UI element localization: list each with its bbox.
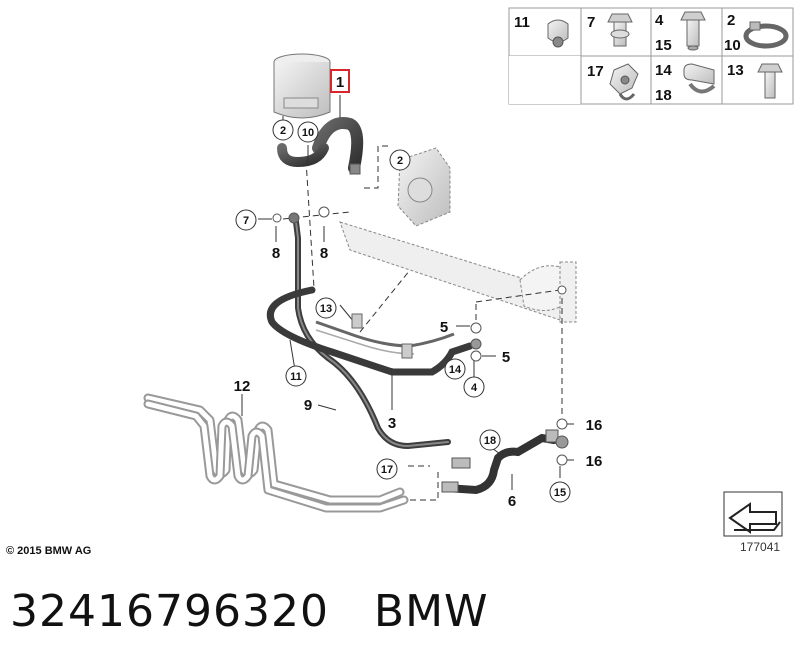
legend-cell-2-10: 2 10 — [724, 12, 789, 54]
banjo-bolt-icon — [607, 13, 633, 47]
copyright-text: © 2015 BMW AG — [6, 545, 91, 557]
clamp-icon — [547, 19, 569, 48]
callout-label: 2 — [280, 125, 286, 137]
callout-label: 8 — [320, 245, 328, 262]
oil-reservoir — [273, 53, 331, 119]
callout-16a: 16 — [586, 417, 603, 434]
clip-icon — [683, 63, 716, 94]
legend-num: 14 — [655, 62, 672, 79]
legend-num: 2 — [727, 12, 735, 29]
orientation-arrow-icon — [723, 491, 783, 537]
bracket-icon — [609, 63, 639, 101]
brand-name: BMW — [373, 586, 489, 637]
legend-num: 10 — [724, 37, 741, 54]
steering-gear — [339, 221, 577, 323]
callout-label: 16 — [586, 453, 603, 470]
callout-label: 10 — [302, 127, 314, 139]
callout-18[interactable]: 18 — [479, 429, 501, 451]
legend-cell-13: 13 — [727, 62, 783, 99]
callout-label: 16 — [586, 417, 603, 434]
legend-num: 11 — [514, 14, 530, 31]
bolt-icon — [757, 63, 783, 99]
callout-2[interactable]: 2 — [272, 119, 294, 141]
callout-1[interactable]: 1 — [330, 69, 350, 93]
callout-6: 6 — [508, 493, 516, 510]
callout-label: 17 — [381, 464, 393, 476]
callout-2b[interactable]: 2 — [389, 149, 411, 171]
callout-label: 3 — [388, 415, 396, 432]
callout-label: 2 — [397, 155, 403, 167]
legend-num: 17 — [587, 63, 604, 80]
diagram-number: 177041 — [740, 540, 780, 554]
callout-9: 9 — [304, 397, 312, 414]
callout-10[interactable]: 10 — [297, 121, 319, 143]
callout-label: 13 — [320, 303, 332, 315]
callout-5a: 5 — [440, 319, 448, 336]
reservoir-outlet-hose — [277, 143, 329, 168]
washers — [272, 206, 569, 466]
callout-15[interactable]: 15 — [549, 481, 571, 503]
callout-3: 3 — [388, 415, 396, 432]
pressure-line — [293, 219, 451, 450]
callout-label: 5 — [440, 319, 448, 336]
oil-cooler — [143, 393, 409, 513]
hose-clamp-icon — [743, 21, 789, 49]
legend-num: 13 — [727, 62, 744, 79]
callout-14[interactable]: 14 — [444, 358, 466, 380]
callout-8b: 8 — [320, 245, 328, 262]
legend-box: 11 7 4 15 2 10 — [508, 7, 794, 105]
callout-label: 1 — [336, 74, 344, 91]
callout-17[interactable]: 17 — [376, 458, 398, 480]
callout-8a: 8 — [272, 245, 280, 262]
cooler-return-hose — [441, 429, 559, 495]
legend-cell-11: 11 — [514, 14, 569, 48]
legend-cell-14-18: 14 18 — [655, 62, 716, 104]
callouts: 1 2 10 2 7 8 8 13 11 — [234, 69, 603, 510]
callout-label: 12 — [234, 378, 251, 395]
part-number-line: 32416796320 BMW — [10, 586, 489, 637]
callout-label: 14 — [449, 364, 462, 376]
return-hose — [312, 117, 364, 175]
callout-13[interactable]: 13 — [315, 297, 337, 319]
callout-12: 12 — [234, 378, 251, 395]
banjo-bolt-icon — [680, 11, 706, 51]
legend-num: 15 — [655, 37, 672, 54]
part-number: 32416796320 — [10, 586, 329, 637]
legend-num: 4 — [655, 12, 664, 29]
legend-cell-17: 17 — [587, 63, 639, 101]
callout-label: 9 — [304, 397, 312, 414]
callout-label: 8 — [272, 245, 280, 262]
legend-num: 18 — [655, 87, 672, 104]
callout-16b: 16 — [586, 453, 603, 470]
callout-label: 11 — [290, 371, 302, 383]
callout-label: 4 — [471, 382, 478, 394]
legend-num: 7 — [587, 14, 595, 31]
callout-4[interactable]: 4 — [463, 376, 485, 398]
return-line — [267, 286, 474, 376]
callout-5b: 5 — [502, 349, 510, 366]
callout-label: 18 — [484, 435, 496, 447]
callout-label: 7 — [243, 215, 249, 227]
legend-cell-4-15: 4 15 — [655, 11, 706, 54]
callout-7[interactable]: 7 — [235, 209, 257, 231]
callout-label: 15 — [554, 487, 566, 499]
callout-11[interactable]: 11 — [285, 365, 307, 387]
callout-label: 5 — [502, 349, 510, 366]
legend-cell-7: 7 — [587, 13, 633, 47]
power-steering-pump — [397, 147, 451, 227]
callout-label: 6 — [508, 493, 516, 510]
